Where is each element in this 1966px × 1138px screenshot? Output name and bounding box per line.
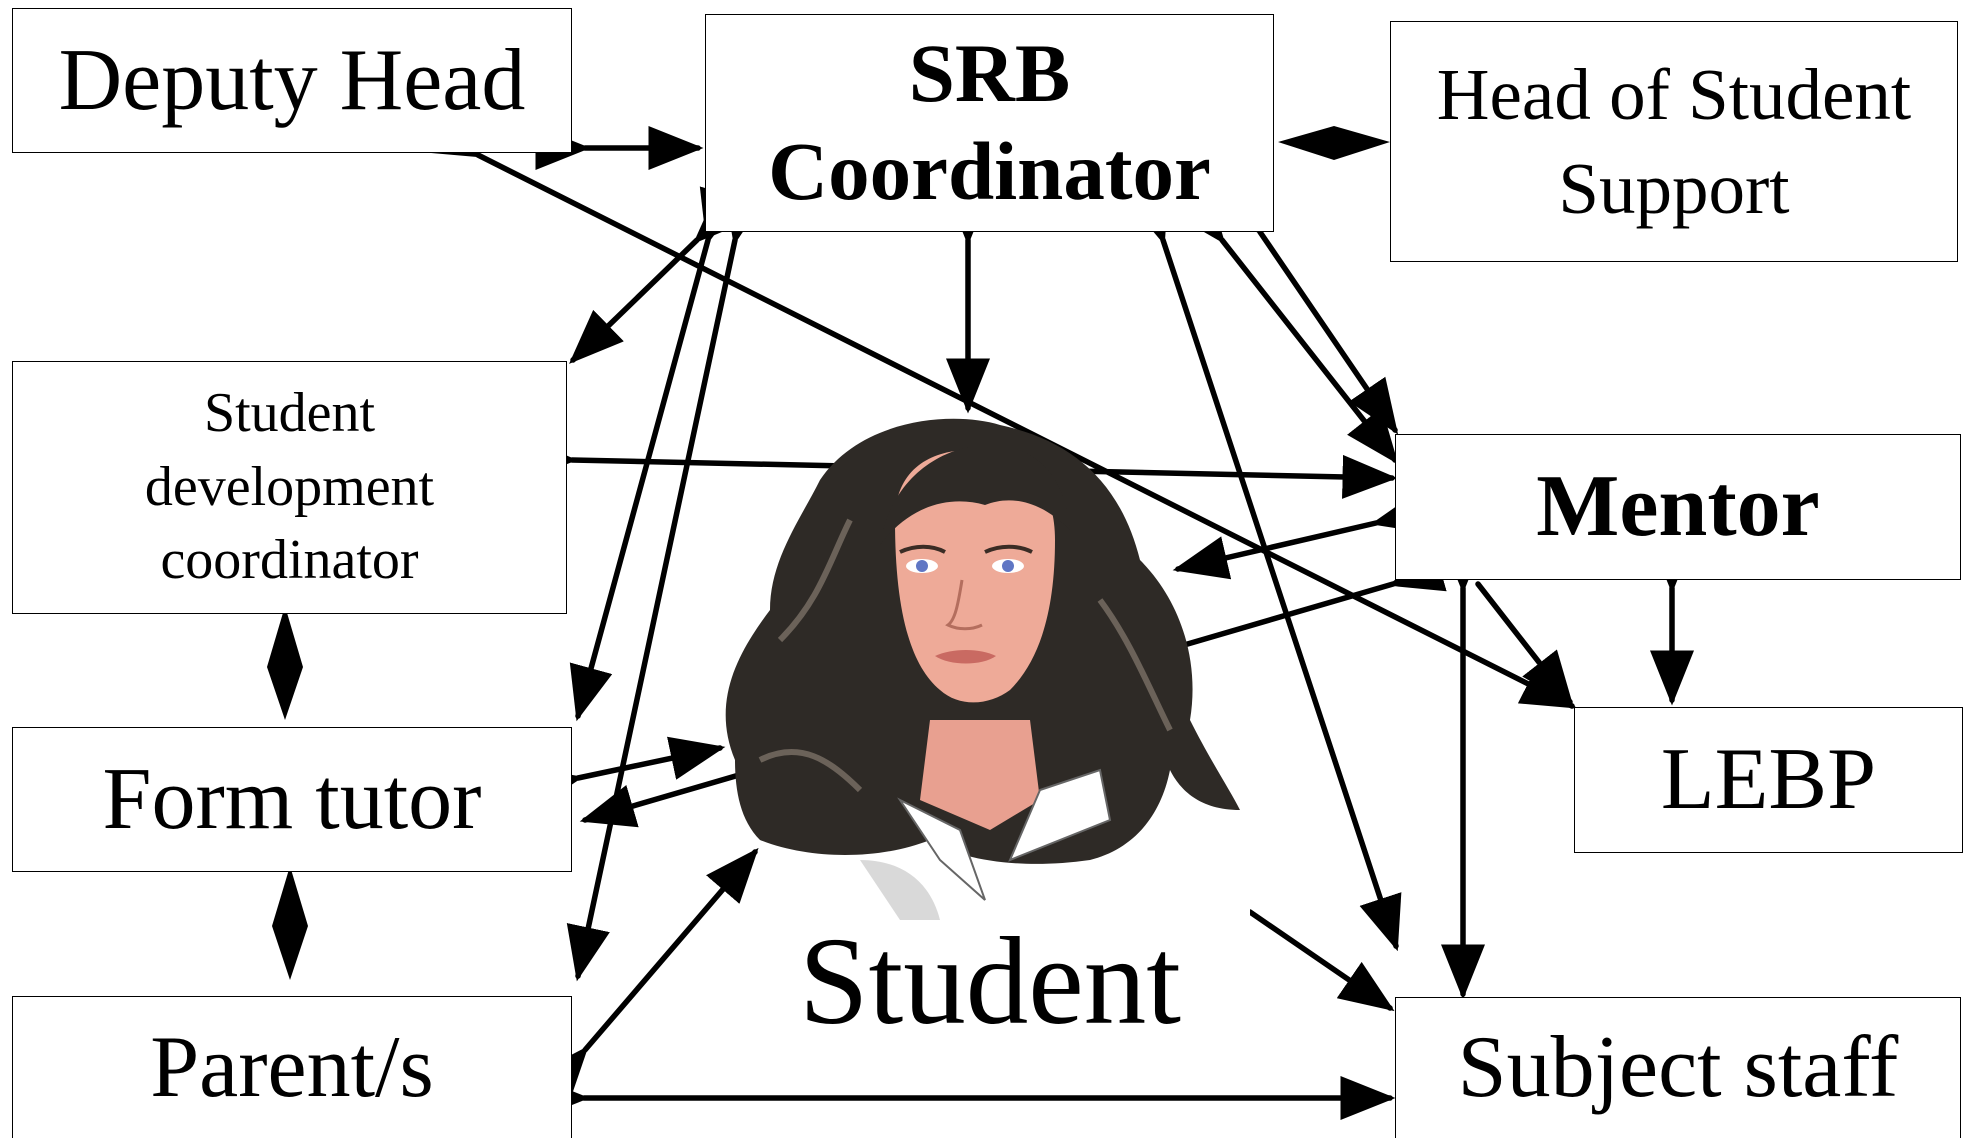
node-label: Deputy Head [58, 31, 526, 129]
node-form-tutor: Form tutor [12, 727, 572, 872]
node-label-line-2: Coordinator [768, 125, 1211, 217]
node-label-line-1: Student [203, 382, 376, 445]
arrow-student-subject [1247, 909, 1395, 1012]
arrow-sdc-form [267, 606, 303, 720]
node-label-line-3: coordinator [160, 529, 419, 592]
shirt-shadow [860, 860, 940, 920]
node-label-line-2: Support [1558, 147, 1790, 229]
arrow-mentor-lebp-b [1475, 581, 1574, 707]
node-label: Form tutor [102, 750, 482, 848]
arrow-form-student [525, 736, 726, 810]
node-srb-coordinator: SRB Coordinator [705, 14, 1274, 232]
node-head-of-student-support: Head of Student Support [1390, 21, 1958, 262]
node-student-development-coordinator: Student development coordinator [12, 361, 567, 614]
node-label-line-1: SRB [908, 27, 1071, 120]
arrow-form-parents [272, 866, 308, 980]
node-label-line-1: Head of Student [1436, 54, 1912, 136]
node-parents: Parent/s [12, 996, 572, 1138]
node-label: Parent/s [150, 1018, 434, 1116]
node-subject-staff: Subject staff [1395, 997, 1961, 1138]
node-label: LEBP [1660, 731, 1877, 829]
node-student-label: Student [799, 913, 1181, 1051]
node-label: Mentor [1536, 458, 1820, 556]
node-label: Subject staff [1457, 1019, 1899, 1117]
node-deputy-head: Deputy Head [12, 8, 572, 153]
node-lebp: LEBP [1574, 707, 1963, 853]
node-mentor: Mentor [1395, 434, 1961, 580]
node-label-line-2: development [144, 455, 435, 518]
arrow-parents-student [536, 847, 759, 1102]
